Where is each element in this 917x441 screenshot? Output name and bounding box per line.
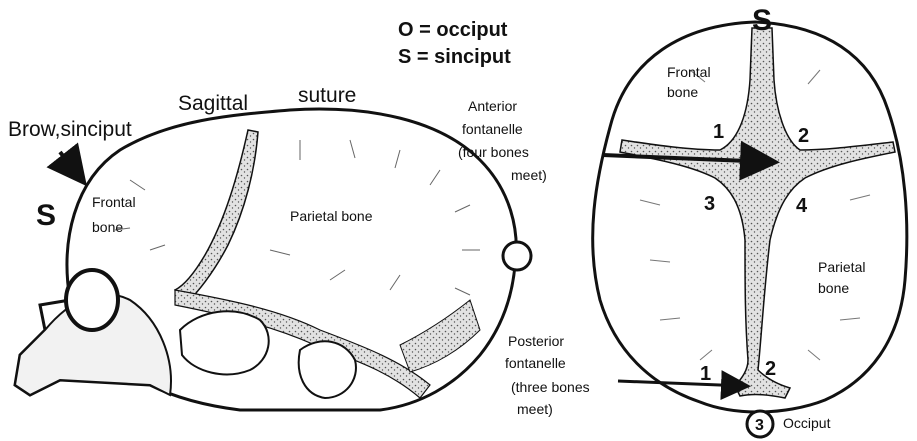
sagittal-label: Sagittal xyxy=(178,92,248,115)
brow-sinciput-label: Brow,sinciput xyxy=(8,118,132,141)
legend-occiput: O = occiput xyxy=(398,19,508,41)
anterior-fontanelle-line-4: meet) xyxy=(511,167,547,183)
posterior-fontanelle-line-1: Posterior xyxy=(508,333,564,349)
top-view-skull xyxy=(593,22,907,437)
frontal-bone-label-top-2: bone xyxy=(667,84,698,100)
occipital-bone xyxy=(299,341,356,398)
anterior-fontanelle-line-3: (four bones xyxy=(458,144,529,160)
anterior-fontanelle-line-2: fontanelle xyxy=(462,121,523,137)
side-view-skull xyxy=(15,109,531,410)
number-2-anterior: 2 xyxy=(798,125,809,147)
frontal-bone-label-top-1: Frontal xyxy=(667,64,711,80)
frontal-bone-label-side-2: bone xyxy=(92,219,123,235)
occiput-circle-icon xyxy=(503,242,531,270)
legend-sinciput: S = sinciput xyxy=(398,46,511,68)
number-2-posterior: 2 xyxy=(765,358,776,380)
number-3-anterior: 3 xyxy=(704,193,715,215)
parietal-bone-label-side: Parietal bone xyxy=(290,208,373,224)
parietal-bone-label-top-1: Parietal xyxy=(818,259,865,275)
posterior-fontanelle-line-4: meet) xyxy=(517,401,553,417)
parietal-bone-label-top-2: bone xyxy=(818,280,849,296)
number-1-anterior: 1 xyxy=(713,121,724,143)
orbit xyxy=(66,270,118,330)
occiput-circle-number: 3 xyxy=(755,417,764,434)
posterior-fontanelle-line-3: (three bones xyxy=(511,379,590,395)
occiput-label: Occiput xyxy=(783,415,831,431)
number-1-posterior: 1 xyxy=(700,363,711,385)
number-4-anterior: 4 xyxy=(796,195,808,217)
s-mark-side: S xyxy=(36,199,56,232)
anterior-fontanelle-line-1: Anterior xyxy=(468,98,517,114)
pointer-arrow-icon xyxy=(60,152,82,180)
temporal-bone xyxy=(180,311,269,374)
s-mark-top: S xyxy=(752,4,772,37)
posterior-fontanelle-line-2: fontanelle xyxy=(505,355,566,371)
frontal-bone-label-side-1: Frontal xyxy=(92,194,136,210)
suture-label: suture xyxy=(298,84,356,107)
